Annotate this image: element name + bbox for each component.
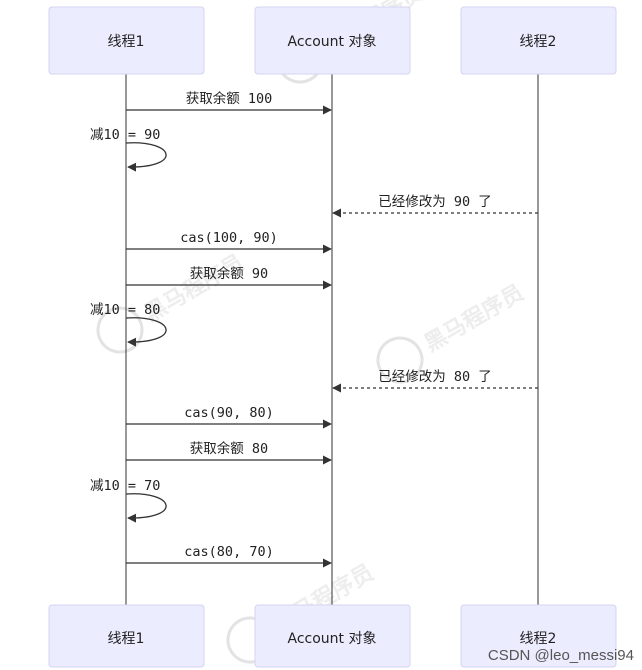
message-self-minus-70: 减10 = 70 xyxy=(90,478,167,523)
actor-label: 线程1 xyxy=(108,34,145,50)
message-cas-90-80: cas(90, 80) xyxy=(126,405,332,429)
message-label: 减10 = 80 xyxy=(90,302,160,318)
actor-thread1-bottom: 线程1 xyxy=(48,604,205,668)
message-label: 已经修改为 90 了 xyxy=(378,194,492,210)
actor-account-top: Account 对象 xyxy=(254,6,411,75)
watermark-text: 黑马程序员 xyxy=(420,280,528,358)
message-self-minus-90: 减10 = 90 xyxy=(90,127,167,172)
message-label: 获取余额 90 xyxy=(190,265,268,282)
message-label: 减10 = 70 xyxy=(90,478,160,494)
message-get-balance-80: 获取余额 80 xyxy=(126,440,332,465)
message-label: cas(100, 90) xyxy=(180,230,278,246)
message-label: 获取余额 100 xyxy=(186,90,273,107)
actor-account-bottom: Account 对象 xyxy=(254,604,411,668)
actor-thread2-top: 线程2 xyxy=(460,6,617,75)
actor-thread2-bottom: 线程2 xyxy=(460,604,617,668)
message-label: 获取余额 80 xyxy=(190,440,268,457)
actor-label: 线程2 xyxy=(520,631,557,647)
watermark-layer: 黑马程序员 黑马程序员 黑马程序员 黑马程序员 xyxy=(96,0,528,664)
message-modified-80: 已经修改为 80 了 xyxy=(332,369,538,393)
message-label: 已经修改为 80 了 xyxy=(378,369,492,385)
message-cas-100-90: cas(100, 90) xyxy=(126,230,332,254)
actor-label: Account 对象 xyxy=(288,34,377,50)
message-label: cas(90, 80) xyxy=(184,405,273,421)
actor-thread1-top: 线程1 xyxy=(48,6,205,75)
actor-label: 线程2 xyxy=(520,34,557,50)
message-modified-90: 已经修改为 90 了 xyxy=(332,194,538,218)
actor-label: 线程1 xyxy=(108,631,145,647)
message-get-balance-100: 获取余额 100 xyxy=(126,90,332,115)
csdn-credit: CSDN @leo_messi94 xyxy=(487,647,634,664)
message-cas-80-70: cas(80, 70) xyxy=(126,544,332,568)
actor-label: Account 对象 xyxy=(288,631,377,647)
message-self-minus-80: 减10 = 80 xyxy=(90,302,167,347)
message-label: 减10 = 90 xyxy=(90,127,160,143)
message-label: cas(80, 70) xyxy=(184,544,273,560)
message-get-balance-90: 获取余额 90 xyxy=(126,265,332,290)
